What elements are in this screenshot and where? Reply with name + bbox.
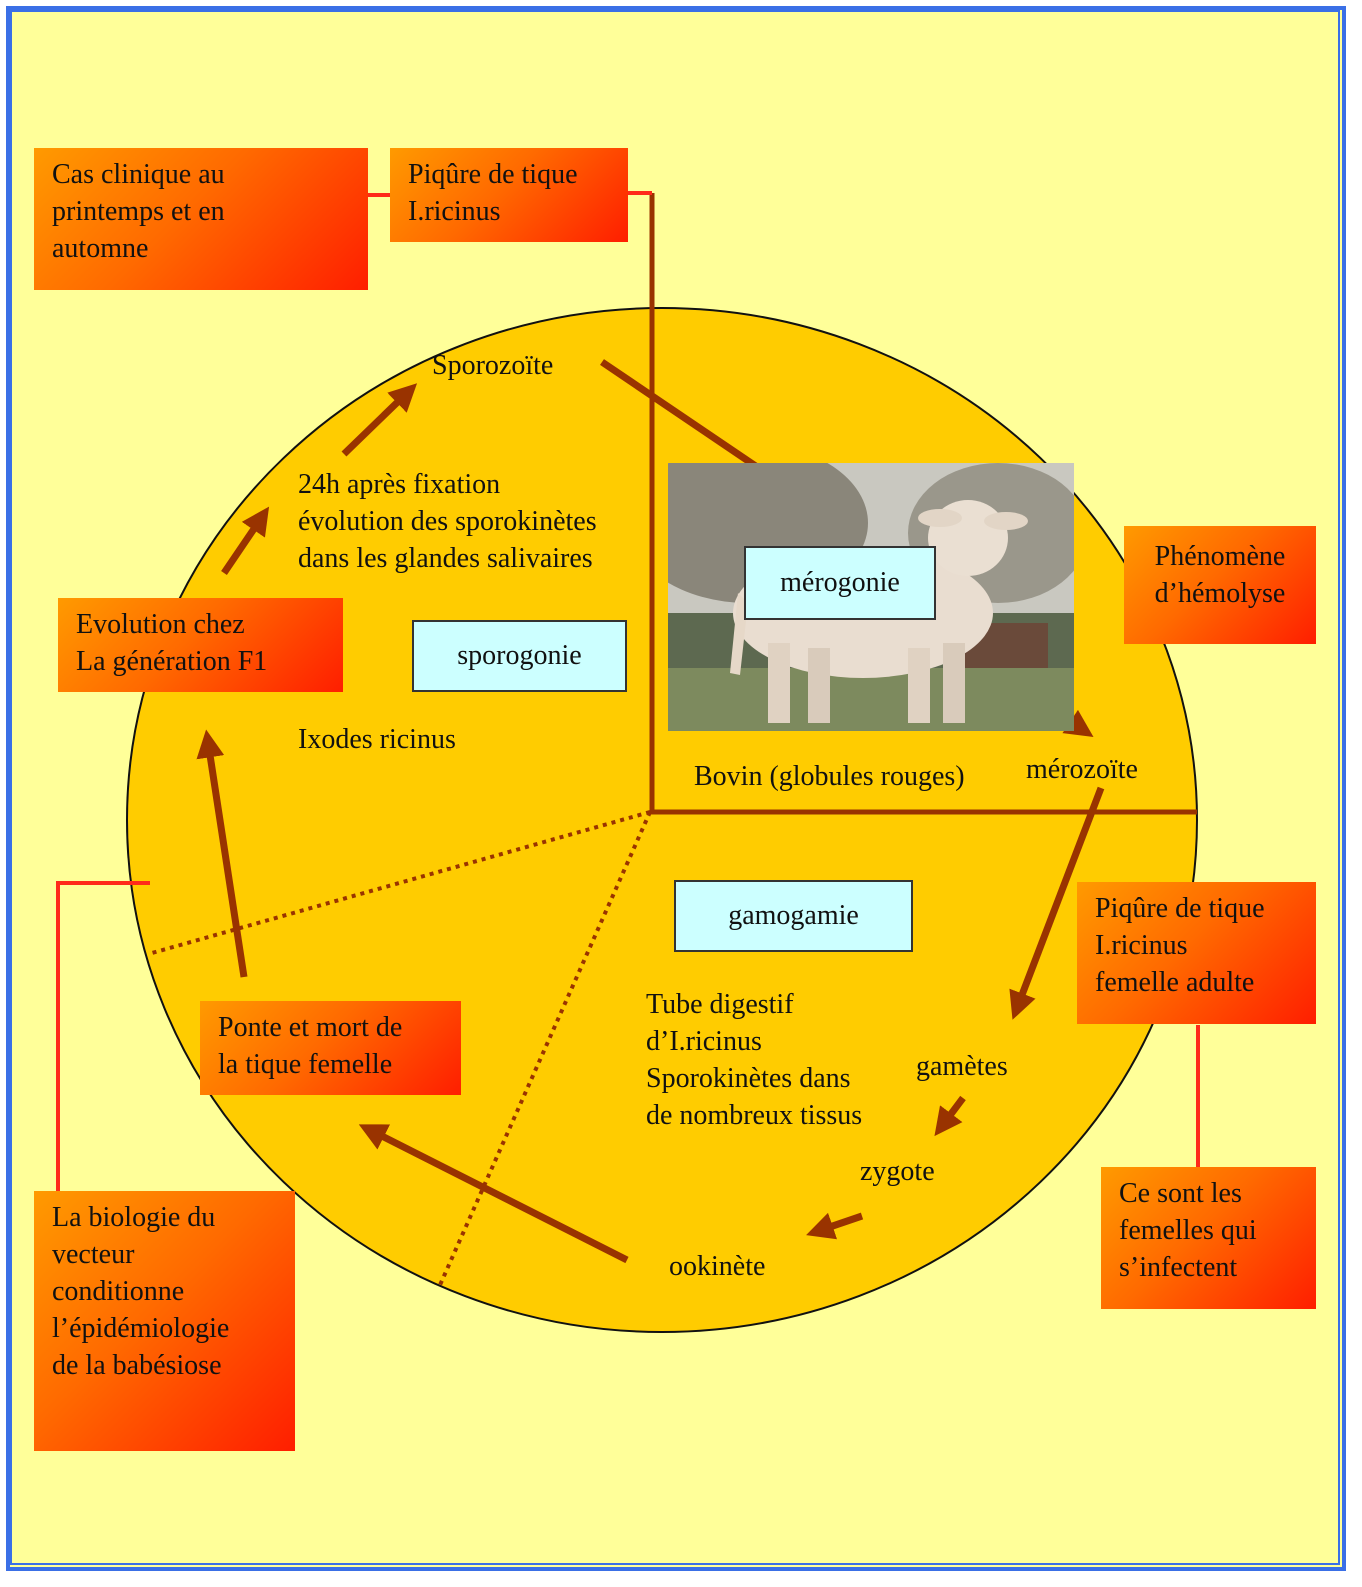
label-merozoite: mérozoïte xyxy=(1026,754,1138,785)
stage-gamogamie: gamogamie xyxy=(674,880,913,952)
diagram-inner-frame xyxy=(10,10,1340,1565)
label-ixodes: Ixodes ricinus xyxy=(298,724,456,755)
label-sporozoite: Sporozoïte xyxy=(432,350,554,381)
arrow-ookinete-to-ponte xyxy=(358,1124,629,1264)
arrow-ponte-to-f1 xyxy=(196,729,248,978)
arrow-merozoite-to-gametes xyxy=(1009,786,1105,1020)
bovine-photo xyxy=(668,463,1074,731)
arrow-fixation-to-sporozoite xyxy=(341,383,418,457)
label-bovin: Bovin (globules rouges) xyxy=(694,761,965,792)
stage-merogonie: mérogonie xyxy=(744,546,936,620)
label-ookinete: ookinète xyxy=(669,1251,766,1282)
life-cycle-circle xyxy=(126,307,1198,1333)
stage-sporogonie: sporogonie xyxy=(412,620,627,692)
connector-biologie xyxy=(56,881,150,1191)
arrow-f1-to-fixation xyxy=(221,506,270,575)
label-gametes: gamètes xyxy=(916,1051,1008,1082)
label-zygote: zygote xyxy=(860,1156,935,1187)
arrow-zygote-to-ookinete xyxy=(806,1212,864,1240)
arrow-gametes-to-zygote xyxy=(934,1095,966,1137)
